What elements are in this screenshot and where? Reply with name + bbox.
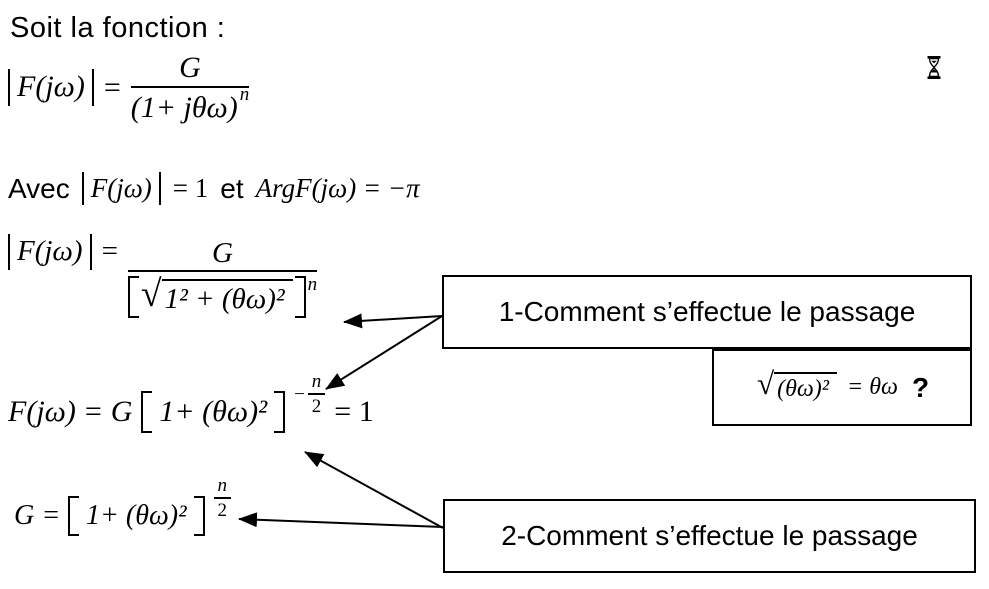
fraction-denominator: √ 1² + (θω)² n [127,270,318,318]
condition-line: Avec F(jω) = 1 et ArgF(jω) = −π [8,172,420,206]
bracket-group: √ 1² + (θω)² [127,273,306,318]
conjunction-et: et [220,172,244,204]
lhs-gain: G [14,500,35,531]
exponent-denominator: 2 [307,393,326,416]
modulus-expression: F(jω) [81,172,161,206]
question-box-2: 2-Comment s’effectue le passage [443,499,976,573]
exponent-numerator: n [311,371,322,392]
result-value: = 1 [334,395,374,428]
exponent-fraction: − n 2 [294,371,326,416]
lhs-expression: F(jω) [8,395,76,428]
question-box-1: 1-Comment s’effectue le passage [442,275,972,349]
formula-simplified: F(jω) = G 1+ (θω)² − n 2 = 1 [8,372,374,434]
exponent-n: n [307,274,318,296]
left-bracket [68,496,80,536]
equals-sign: = [43,500,60,531]
right-bracket [193,496,205,536]
left-bracket [141,391,153,433]
left-bracket [127,276,139,318]
bracket-body: 1+ (θω)² [86,500,187,532]
fraction-denominator: (1+ jθω) n [130,84,250,124]
argument-condition: ArgF(jω) = −π [255,173,420,204]
fraction: G √ 1² + (θω)² n [127,237,318,318]
arrow-box1-to-modulus-formula [343,313,443,329]
right-bracket [294,276,306,318]
question-mark: ? [911,371,930,403]
denominator-base: (1+ jθω) [130,90,238,124]
hourglass-icon [927,56,941,79]
hint-result: = θω [847,374,898,400]
modulus-expression: F(jω) [8,234,92,270]
exponent-denominator: 2 [213,497,231,520]
fraction-numerator: G [212,237,233,269]
arrow-box1-to-simplified-formula [325,315,443,390]
condition-prefix: Avec [8,172,70,204]
formula-gain: G = 1+ (θω)² n 2 [14,476,231,538]
equals-sign: = [101,235,118,268]
equals-sign: = [84,395,102,428]
square-root: √ (θω)² [756,366,837,402]
question-box-1-label: 1-Comment s’effectue le passage [498,296,916,327]
exponent-fraction: n 2 [213,475,231,520]
bracket-group: 1+ (θω)² [141,391,286,433]
stacked-fraction: n 2 [307,371,326,416]
formula-modulus-expanded: F(jω) = G √ 1² + (θω)² n [8,234,318,318]
exponent-n: n [239,84,250,106]
exponent-numerator: n [217,475,228,496]
minus-sign: − [294,383,305,405]
square-root: √ 1² + (θω)² [140,273,293,316]
arrow-box2-to-simplified-formula [304,451,444,529]
right-bracket [274,391,286,433]
radical-sign: √ [140,273,162,316]
page-title: Soit la fonction : [10,12,226,44]
radicand: (θω)² [774,372,837,402]
radical-sign: √ [756,366,775,402]
fraction-numerator: G [179,51,201,84]
lhs-group: F(jω) = [8,234,118,270]
bracket-body: 1+ (θω)² [159,395,268,429]
question-box-2-label: 2-Comment s’effectue le passage [501,520,918,551]
radicand: 1² + (θω)² [161,279,293,315]
coefficient-g: G [110,395,133,428]
stacked-fraction: n 2 [213,475,231,520]
fraction: G (1+ jθω) n [130,51,250,124]
bracket-group: 1+ (θω)² [68,496,205,536]
modulus-value: = 1 [172,173,209,204]
hint-box: √ (θω)² = θω ? [712,349,972,426]
arrow-box2-to-gain-formula [238,512,444,528]
equals-sign: = [103,70,121,104]
modulus-expression: F(jω) [8,69,94,106]
formula-transfer-function: F(jω) = G (1+ jθω) n [8,51,250,124]
